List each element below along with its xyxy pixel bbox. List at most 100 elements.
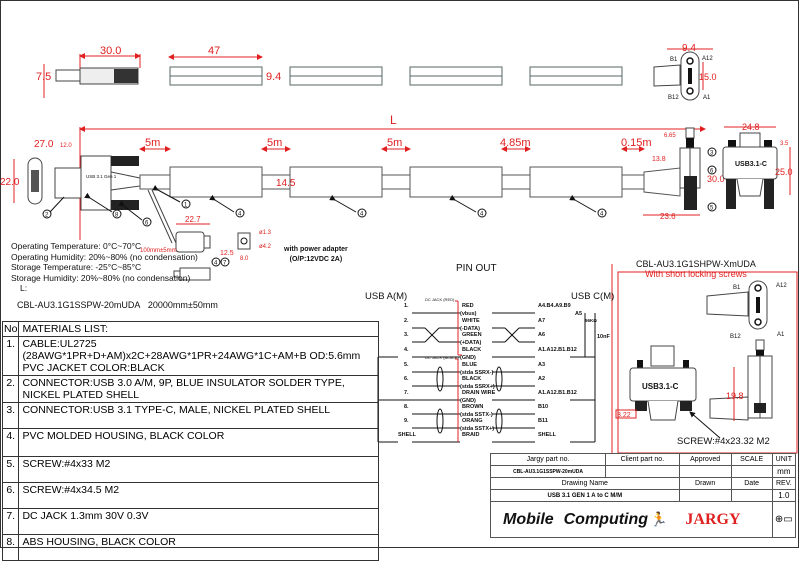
material-item: PVC MOLDED HOUSING, BLACK COLOR	[18, 428, 379, 457]
pin-c-number: A2	[538, 376, 546, 382]
runner-icon: 🏃	[650, 510, 668, 527]
spec-storage-temp: Storage Temperature: -25°C~85°C	[11, 262, 142, 272]
pin-a-number: 1.	[404, 303, 409, 309]
dc-jack-height-dim: 12.5	[220, 250, 234, 257]
variant-header: CBL-AU3.1G1SHPW-XmUDA With short locking…	[636, 259, 756, 279]
tb-header-jargy: Jargy part no.	[489, 453, 607, 466]
resistor-value: 56KΩ	[585, 318, 597, 323]
tb-header-unit: UNIT	[771, 453, 797, 466]
svg-text:2: 2	[45, 213, 49, 219]
material-item: SCREW:#4x33 M2	[18, 456, 379, 483]
material-item: SCREW:#4x34.5 M2	[18, 482, 379, 509]
pin-c-number: B10	[538, 404, 549, 410]
pin-a-number: 6.	[404, 376, 409, 382]
wire	[424, 327, 440, 343]
usb-a-connector-side: 22.0 27.0 12.0 USB 3.1 Gen 1	[0, 139, 141, 211]
dc-jack-length-dim: 22.7	[185, 215, 201, 224]
callouts: 1 2 8 6 4 4 4 4	[42, 184, 607, 227]
variant-drawing: B1 A12 B12 A1 USB3.1-C 3.22 19.8	[615, 280, 787, 439]
tb-header-approved: Approved	[678, 453, 732, 466]
dc-cable-length: 100mm±5mm	[140, 248, 177, 254]
pin-a-number: 9.	[404, 418, 409, 424]
pin-wire-signal: (stda SSRX-)	[460, 370, 494, 376]
pin-wire-signal: (GND)	[460, 355, 476, 361]
pinout-usb-a-title: USB A(M)	[365, 291, 408, 302]
variant-pin-a1: A1	[777, 332, 785, 338]
pin-c-number: A1.A12.B1.B12	[538, 390, 577, 396]
adapter-spec: (O/P:12VDC 2A)	[289, 256, 343, 263]
material-no: 8.	[1, 534, 20, 561]
pinout-title: PIN OUT	[456, 263, 497, 274]
variant-part-number: CBL-AU3.1G1SHPW-XmUDA	[636, 259, 756, 269]
svg-text:4: 4	[214, 261, 218, 267]
pin-c-number: A4.B4.A9.B9	[538, 303, 571, 309]
a-connector-width-dim: 27.0	[34, 139, 54, 150]
a-connector-height-dim: 22.0	[0, 177, 20, 188]
material-no: 2.	[1, 375, 20, 403]
tb-logo-cell: Mobile Computing 🏃 JARGY	[490, 501, 773, 538]
dim-3-5: 3.5	[780, 141, 789, 147]
pinout-usb-c-title: USB C(M)	[571, 291, 615, 302]
materials-header-no: No	[1, 321, 20, 337]
variant-pin-b1: B1	[733, 285, 741, 291]
tb-header-date: Date	[730, 477, 773, 490]
svg-text:1: 1	[184, 203, 188, 209]
dc-jack-branch: 22.7 12.5 ø1.3 ø4.2 8.0 100mm±5mm 4 7	[140, 189, 272, 281]
environment-specs: Operating Temperature: 0°C~70°C Operatin…	[11, 241, 198, 294]
usb-a-plug-top-view: 30.0 7.5	[36, 45, 141, 98]
segment-1-length: 5m	[145, 137, 160, 149]
typec-height-dim: 15.0	[699, 72, 717, 82]
variant-note: With short locking screws	[645, 269, 747, 279]
twisted-pair-shield	[436, 366, 444, 392]
projection-symbol-icon: ⊕▭	[771, 501, 797, 538]
part-length-value: 20000mm±50mm	[147, 300, 218, 310]
dim-6-65: 6.65	[664, 133, 676, 139]
tb-drawing-name: USB 3.1 GEN 1 A to C M/M	[490, 489, 680, 502]
variant-dim-3-22: 3.22	[617, 412, 631, 419]
power-adapter-note: with power adapter (O/P:12VDC 2A)	[284, 245, 348, 265]
pin-c-number: A7	[538, 318, 546, 324]
length-label: L:	[20, 283, 28, 293]
pin-a-number: 4.	[404, 347, 409, 353]
pin-wire-signal: (stda SSTX+)	[460, 426, 495, 432]
dim-23-6: 23.6	[660, 212, 676, 221]
tb-header-client: Client part no.	[605, 453, 680, 466]
dc-jack-small-label: DC JACK (RED)	[425, 297, 455, 302]
dim-24-8: 24.8	[742, 122, 760, 132]
logo-computing: Computing	[563, 510, 649, 528]
dim-30-0: 30.0	[707, 174, 725, 184]
pin-wire-color: BLACK	[462, 347, 482, 353]
material-item: CONNECTOR:USB 3.0 A/M, 9P, BLUE INSULATO…	[18, 375, 379, 403]
pin-wire-color: WHITE	[462, 318, 480, 324]
dc-depth: 8.0	[240, 256, 249, 262]
spec-operating-humidity: Operating Humidity: 20%~80% (no condensa…	[11, 251, 198, 262]
typec-width-dim: 9.4	[682, 43, 696, 54]
svg-text:7: 7	[223, 261, 227, 267]
pin-label-a1: A1	[703, 95, 711, 101]
a5-label: A5	[575, 311, 583, 317]
pin-wire-color: BROWN	[462, 404, 484, 410]
svg-text:4: 4	[360, 212, 364, 218]
cable-diameter-dim: 14.5	[276, 178, 296, 189]
variant-pin-a12: A12	[776, 283, 787, 289]
twisted-pair-shield	[436, 408, 444, 434]
logo-jargy: JARGY	[685, 510, 741, 528]
pin-label-b1: B1	[670, 57, 678, 63]
typec-housing-label: USB3.1-C	[735, 161, 767, 168]
tb-header-scale: SCALE	[730, 453, 773, 466]
tb-header-drawn: Drawn	[678, 477, 732, 490]
svg-text:5: 5	[710, 206, 714, 212]
material-no: 7.	[1, 508, 20, 535]
cable-run	[139, 166, 681, 198]
typec-end-view: 9.4 15.0 B1 A12 B12 A1	[653, 43, 717, 101]
segment-4-length: 4.85m	[500, 137, 531, 149]
a-connector-inner-dim: 12.0	[60, 143, 72, 149]
tb-scale	[730, 465, 773, 478]
molded-housing-top-view: 47 9.4	[168, 45, 623, 86]
tb-client-part	[605, 465, 680, 478]
material-no: 5.	[1, 456, 20, 483]
wire	[504, 327, 520, 343]
pin-a-number: 5.	[404, 362, 409, 368]
plug-length-dim: 30.0	[100, 45, 121, 57]
